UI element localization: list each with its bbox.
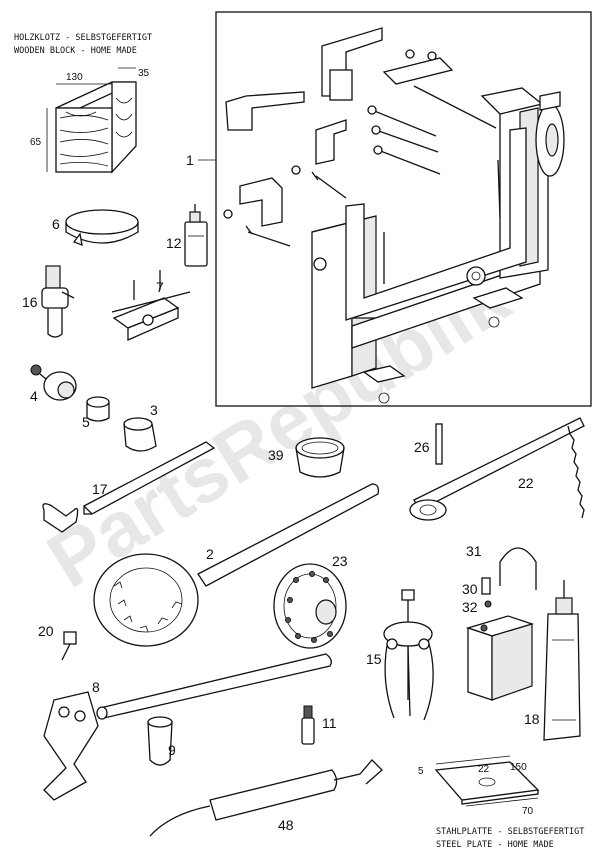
- holding-wrench-2: [93, 483, 380, 647]
- plate-length-label: 150: [510, 762, 527, 773]
- callout-2: 2: [206, 546, 214, 562]
- callout-31: 31: [466, 543, 482, 559]
- rotor-tool-23: [273, 563, 347, 649]
- puller-16: [41, 265, 75, 338]
- callout-23: 23: [332, 553, 348, 569]
- holder-bar-17: [42, 441, 216, 533]
- bracket-31: [499, 547, 537, 590]
- callout-18: 18: [524, 711, 540, 727]
- callout-4: 4: [30, 388, 38, 404]
- sleeve-5: [86, 396, 110, 422]
- callout-5: 5: [82, 414, 90, 430]
- bearing-puller-7: [111, 270, 191, 341]
- callout-15: 15: [366, 651, 382, 667]
- clip-9: [147, 716, 173, 766]
- steel-plate-caption-de: STAHLPLATTE - SELBSTGEFERTIGT: [436, 827, 584, 837]
- callout-48: 48: [278, 817, 294, 833]
- callout-16: 16: [22, 294, 38, 310]
- callout-30: 30: [462, 581, 478, 597]
- stand-brackets-and-bolts: [223, 27, 501, 284]
- callout-39: 39: [268, 447, 284, 463]
- plate-thickness-label: 5: [418, 766, 424, 777]
- stand-assembly-frame: [215, 11, 592, 407]
- callout-7: 7: [156, 279, 164, 295]
- callout-8: 8: [92, 679, 100, 695]
- wooden-block-caption-de: HOLZKLOTZ - SELBSTGEFERTIGT: [14, 33, 152, 43]
- block-width-label: 35: [138, 68, 150, 79]
- pin-26: [435, 423, 443, 465]
- steel-plate-caption-en: STEEL PLATE - HOME MADE: [436, 840, 554, 850]
- engine-stand-assembly: [311, 87, 565, 404]
- fitting-30: [481, 577, 491, 595]
- callout-20: 20: [38, 623, 54, 639]
- small-bottle-11: [301, 705, 315, 745]
- grease-gun-48: [149, 759, 383, 837]
- callout-32: 32: [462, 599, 478, 615]
- bracket-and-bar-8: [43, 653, 332, 801]
- wooden-block-caption-en: WOODEN BLOCK - HOME MADE: [14, 46, 137, 56]
- sleeve-3: [123, 417, 157, 452]
- callout-3: 3: [150, 402, 158, 418]
- callout-26: 26: [414, 439, 430, 455]
- wooden-block: [46, 67, 137, 174]
- cup-tool-39: [295, 437, 345, 478]
- chain-holder-22: [409, 417, 585, 521]
- screw-20: [61, 631, 77, 661]
- block-height-label: 65: [30, 137, 42, 148]
- three-arm-puller-15: [383, 589, 434, 721]
- callout-17: 17: [92, 481, 108, 497]
- sealant-tube-12: [184, 204, 208, 267]
- container-part: [465, 615, 535, 701]
- adapter-4: [30, 364, 77, 401]
- ball-32: [484, 600, 492, 608]
- callout-6: 6: [52, 216, 60, 232]
- callout-1: 1: [186, 152, 194, 168]
- paste-tube-18: [543, 580, 581, 741]
- ring-tool-6: [65, 209, 139, 247]
- plate-width-label: 70: [522, 806, 534, 817]
- callout-11: 11: [322, 715, 337, 731]
- steel-plate: [434, 755, 540, 807]
- callout-9: 9: [168, 742, 176, 758]
- plate-hole-label: 22: [478, 764, 490, 775]
- block-length-label: 130: [66, 72, 83, 83]
- callout-12: 12: [166, 235, 182, 251]
- callout-22: 22: [518, 475, 534, 491]
